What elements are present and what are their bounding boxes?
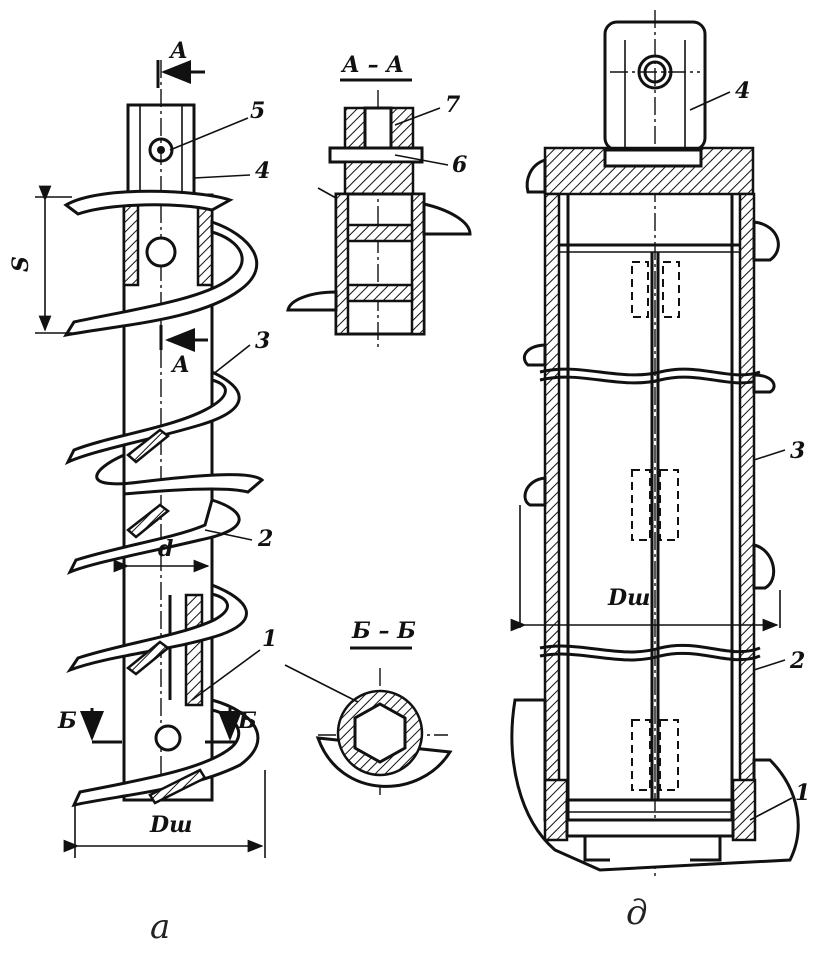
callout-aa-7: 7 bbox=[445, 92, 461, 118]
shaft-diameter-label: d bbox=[158, 536, 173, 562]
outer-diameter-label-d: Dш bbox=[607, 585, 650, 611]
section-a-mark-bottom: А bbox=[170, 352, 190, 378]
section-b-mark-right: Б bbox=[237, 708, 257, 734]
caption-d: д bbox=[626, 893, 648, 933]
callout-a-4: 4 bbox=[255, 158, 270, 184]
callout-a-3: 3 bbox=[255, 328, 270, 354]
pitch-label: S bbox=[8, 256, 34, 272]
helical-flights bbox=[62, 189, 265, 808]
section-aa: А – А 7 6 bbox=[286, 52, 472, 350]
outer-diameter-label-a: Dш bbox=[149, 812, 192, 838]
callout-a-5: 5 bbox=[250, 98, 265, 124]
callout-a-1: 1 bbox=[262, 626, 277, 652]
caption-a: а bbox=[150, 907, 170, 947]
section-b-mark-left: Б bbox=[57, 708, 77, 734]
section-a-mark-top: А bbox=[168, 38, 188, 64]
section-bb: Б – Б bbox=[284, 618, 453, 795]
section-bb-title: Б – Б bbox=[351, 618, 416, 644]
section-aa-title: А – А bbox=[340, 52, 404, 78]
callout-d-4: 4 bbox=[735, 78, 750, 104]
view-d-barrel: Dш 4 3 2 1 д bbox=[510, 10, 810, 933]
callout-d-2: 2 bbox=[789, 648, 805, 674]
callout-d-3: 3 bbox=[790, 438, 805, 464]
callout-aa-6: 6 bbox=[452, 152, 467, 178]
callout-d-1: 1 bbox=[795, 780, 810, 806]
callout-a-2: 2 bbox=[257, 526, 273, 552]
view-a-auger: А А S d Dш Б Б 5 4 3 2 1 а bbox=[8, 38, 277, 947]
